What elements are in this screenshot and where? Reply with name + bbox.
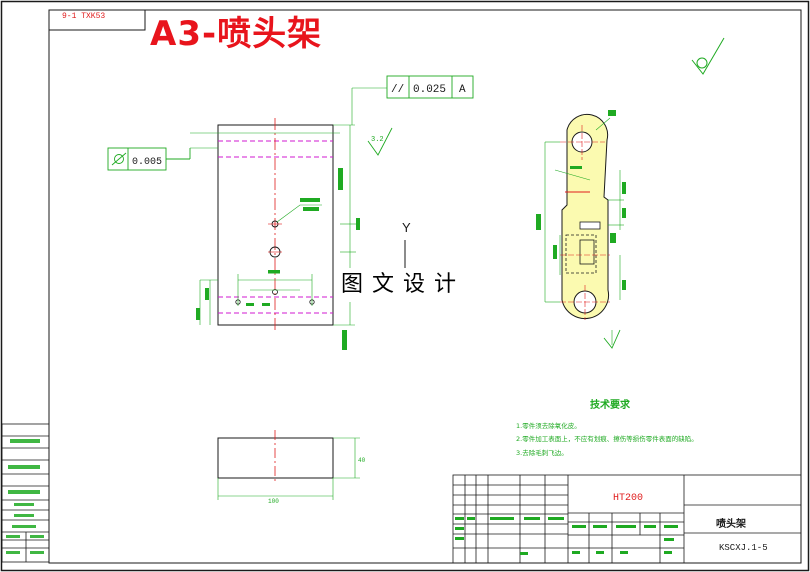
roughness-value: 3.2 [371, 136, 384, 144]
axis-label-y: Y [402, 220, 411, 235]
parallelism-tolerance-frame [386, 75, 474, 99]
side-view [536, 110, 626, 349]
dim-width: 100 [268, 498, 279, 505]
front-view [190, 87, 387, 350]
inner-border [48, 9, 802, 564]
side-roughness-symbol [603, 329, 621, 349]
tech-requirement-item: 1.零件须去除氧化皮。 [516, 422, 581, 430]
side-view-dim-text [536, 110, 626, 290]
sheet-code-box [48, 9, 146, 31]
title-block-small-text [455, 517, 678, 555]
part-name: 喷头架 [716, 519, 746, 530]
material-label: HT200 [613, 493, 644, 504]
tech-requirement-item: 2.零件加工表面上，不应有划痕、擦伤等损伤零件表面的缺陷。 [516, 435, 698, 443]
dim-height-side: 40 [358, 457, 366, 464]
bottom-view [217, 430, 360, 500]
general-roughness-symbol [691, 37, 725, 75]
title-block [452, 474, 802, 564]
parallelism-datum: A [459, 84, 466, 96]
drawing-title: A3-喷头架 [150, 14, 323, 54]
roughness-symbol [367, 127, 393, 156]
tech-requirement-item: 3.去除毛刺飞边。 [516, 449, 568, 457]
flatness-tolerance-frame [107, 147, 191, 171]
front-view-dim-text [196, 168, 360, 350]
flatness-value: 0.005 [132, 157, 162, 168]
left-side-table [1, 423, 50, 563]
drawing-number: KSCXJ.1-5 [719, 543, 768, 553]
sheet-code: 9-1 TXK53 [62, 12, 106, 21]
watermark-text: 图文设计 [337, 268, 481, 302]
parallelism-value: 0.025 [413, 84, 446, 96]
parallelism-symbol: // [391, 84, 404, 96]
left-side-table-text [6, 439, 44, 554]
tech-requirements-title: 技术要求 [590, 400, 630, 411]
